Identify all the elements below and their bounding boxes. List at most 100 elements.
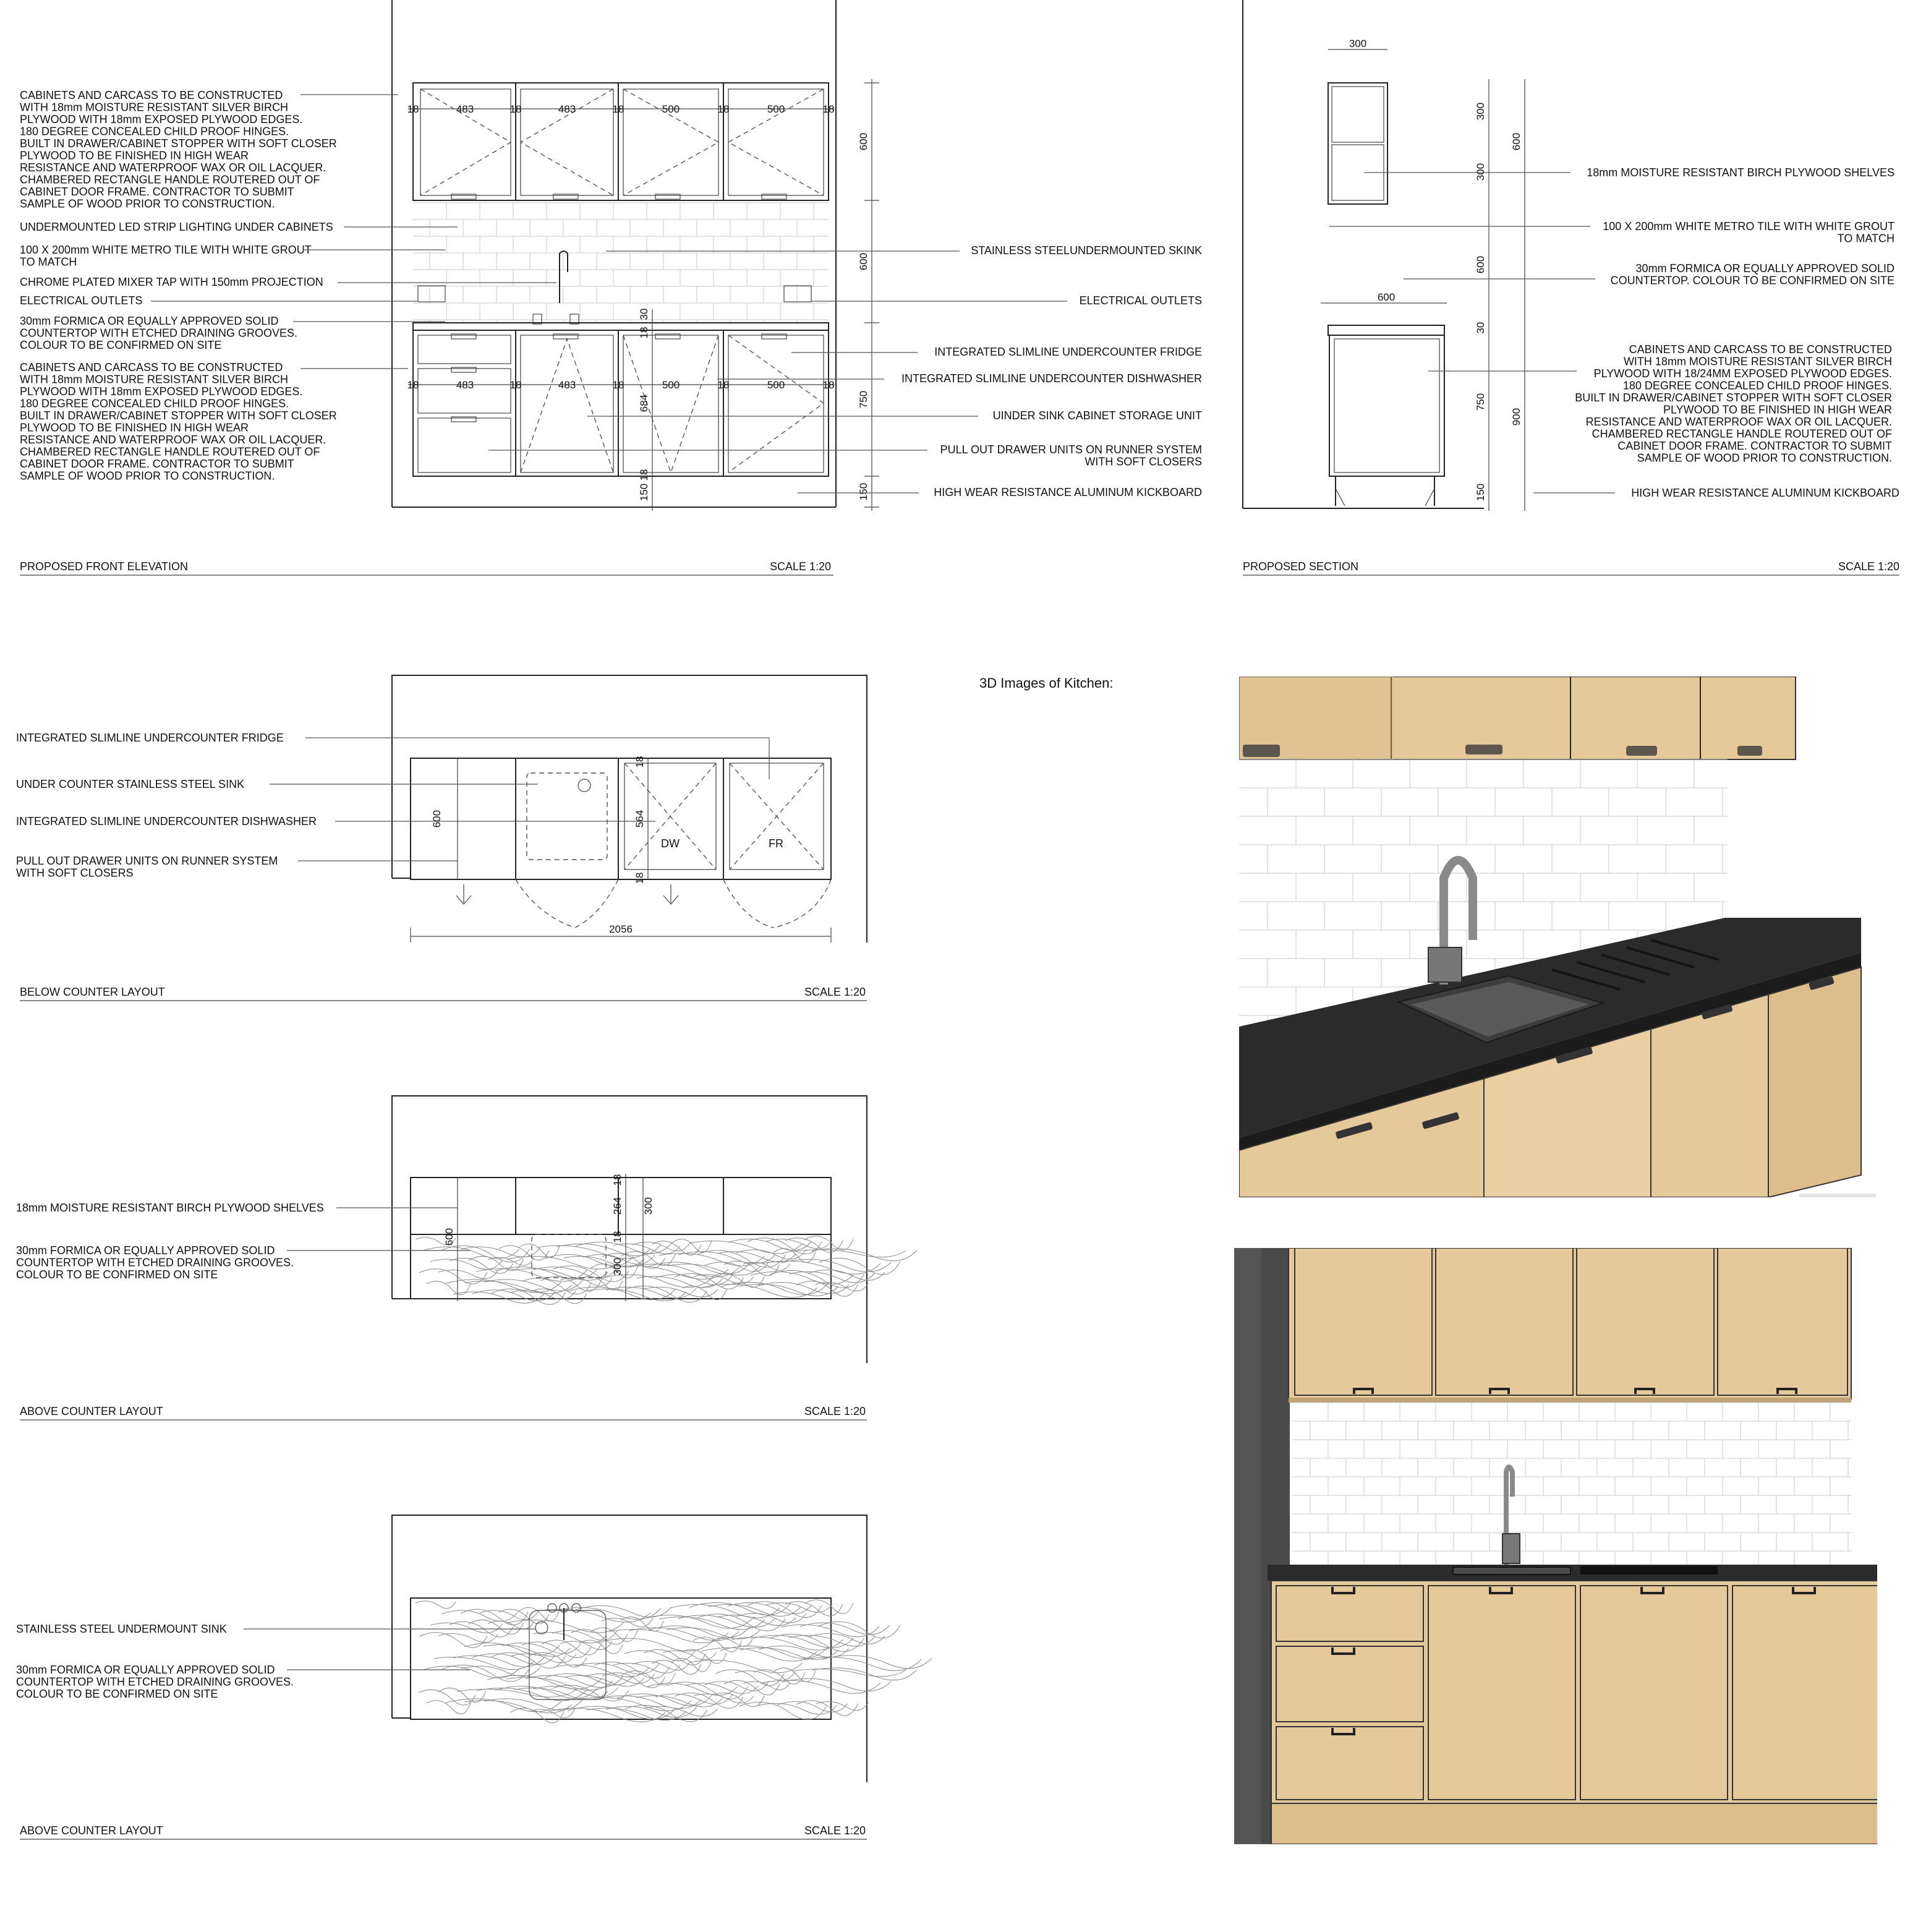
fe-left-note-line: CHAMBERED RECTANGLE HANDLE ROUTERED OUT … <box>20 174 320 186</box>
sec-note-line: CABINET DOOR FRAME. CONTRACTOR TO SUBMIT <box>1617 440 1892 452</box>
fe-lower-dim: 483 <box>558 379 576 391</box>
sec-scale: SCALE 1:20 <box>1838 560 1899 573</box>
sec-note-line: 180 DEGREE CONCEALED CHILD PROOF HINGES. <box>1623 380 1892 392</box>
above-counter-layout-2-drawing: STAINLESS STEEL UNDERMOUNT SINK 30mm FORM… <box>16 1515 932 1840</box>
fe-left-note-line: 180 DEGREE CONCEALED CHILD PROOF HINGES. <box>20 398 289 410</box>
fe-left-note-line: 30mm FORMICA OR EQUALLY APPROVED SOLID <box>20 315 278 327</box>
front-elevation-drawing: 18 483 18 483 18 500 18 500 18 18 483 18… <box>20 0 1202 576</box>
sec-note-line: RESISTANCE AND WATERPROOF WAX OR OIL LAC… <box>1586 416 1892 428</box>
sec-note-line: HIGH WEAR RESISTANCE ALUMINUM KICKBOARD <box>1631 487 1899 499</box>
ac1-scale: SCALE 1:20 <box>804 1405 866 1417</box>
fe-inner-dim: 150 <box>638 484 650 501</box>
ac2-note-line: COLOUR TO BE CONFIRMED ON SITE <box>16 1688 218 1700</box>
bc-dim: 18 <box>634 756 646 768</box>
sec-dim: 300 <box>1475 103 1486 120</box>
fe-left-note-line: 180 DEGREE CONCEALED CHILD PROOF HINGES. <box>20 126 289 138</box>
sec-dim: 150 <box>1475 484 1486 501</box>
bc-dim: 564 <box>634 810 646 827</box>
fe-lower-dim: 500 <box>662 379 680 391</box>
fe-upper-dim: 483 <box>558 103 576 115</box>
fe-inner-dim: 684 <box>638 395 650 412</box>
sec-note-line: 18mm MOISTURE RESISTANT BIRCH PLYWOOD SH… <box>1587 166 1894 179</box>
bc-title: BELOW COUNTER LAYOUT <box>20 986 165 998</box>
ac1-dim: 300 <box>642 1197 654 1215</box>
sec-note-line: WITH 18mm MOISTURE RESISTANT SILVER BIRC… <box>1624 356 1892 368</box>
fe-upper-dim: 483 <box>456 103 474 115</box>
fe-upper-dim: 500 <box>767 103 785 115</box>
fe-left-note-line: ELECTRICAL OUTLETS <box>20 294 142 307</box>
sec-note-line: 100 X 200mm WHITE METRO TILE WITH WHITE … <box>1603 220 1894 233</box>
fe-lower-dim: 483 <box>456 379 474 391</box>
fe-lower-dim: 18 <box>718 379 730 391</box>
kitchen-3d-view-front <box>1234 1248 1877 1844</box>
fe-title: PROPOSED FRONT ELEVATION <box>20 560 188 573</box>
sec-dim: 750 <box>1475 393 1486 411</box>
fe-right-notes: STAINLESS STEELUNDERMOUNTED SKINKELECTRI… <box>901 244 1202 498</box>
fe-left-note-line: CABINETS AND CARCASS TO BE CONSTRUCTED <box>20 361 283 374</box>
ac1-dim: 300 <box>612 1258 623 1275</box>
ac1-note-line: 18mm MOISTURE RESISTANT BIRCH PLYWOOD SH… <box>16 1202 324 1214</box>
fe-vertical-dim: 750 <box>858 391 869 408</box>
fe-left-note-line: PLYWOOD WITH 18mm EXPOSED PLYWOOD EDGES. <box>20 385 302 398</box>
bc-label-fr: FR <box>769 837 783 850</box>
fe-lower-dim: 18 <box>510 379 522 391</box>
bc-note-line: INTEGRATED SLIMLINE UNDERCOUNTER DISHWAS… <box>16 815 317 827</box>
bc-dim: 2056 <box>609 923 633 935</box>
fe-lower-dim: 18 <box>613 379 624 391</box>
fe-left-note-line: CABINET DOOR FRAME. CONTRACTOR TO SUBMIT <box>20 186 294 198</box>
fe-right-note-line: HIGH WEAR RESISTANCE ALUMINUM KICKBOARD <box>934 486 1202 498</box>
bc-notes: INTEGRATED SLIMLINE UNDERCOUNTER FRIDGEU… <box>16 732 317 879</box>
fe-left-note-line: UNDERMOUNTED LED STRIP LIGHTING UNDER CA… <box>20 221 333 233</box>
fe-upper-dim: 18 <box>510 103 522 115</box>
ac2-scale: SCALE 1:20 <box>804 1824 866 1837</box>
sec-title: PROPOSED SECTION <box>1243 560 1358 573</box>
fe-left-note-line: SAMPLE OF WOOD PRIOR TO CONSTRUCTION. <box>20 470 275 482</box>
sec-note-line: PLYWOOD WITH 18/24MM EXPOSED PLYWOOD EDG… <box>1594 367 1892 380</box>
ac1-notes: 18mm MOISTURE RESISTANT BIRCH PLYWOOD SH… <box>16 1202 324 1281</box>
fe-left-note-line: COUNTERTOP WITH ETCHED DRAINING GROOVES. <box>20 327 297 340</box>
sec-note-line: TO MATCH <box>1838 233 1894 245</box>
bc-note-line: PULL OUT DRAWER UNITS ON RUNNER SYSTEM <box>16 855 278 867</box>
fe-left-note-line: SAMPLE OF WOOD PRIOR TO CONSTRUCTION. <box>20 198 275 210</box>
fe-lower-dim: 18 <box>407 379 419 391</box>
ac1-note-line: COUNTERTOP WITH ETCHED DRAINING GROOVES. <box>16 1257 294 1269</box>
ac1-dim: 18 <box>612 1174 623 1186</box>
sec-note-line: 30mm FORMICA OR EQUALLY APPROVED SOLID <box>1636 262 1894 275</box>
sec-dim: 600 <box>1378 291 1395 303</box>
ac2-notes: STAINLESS STEEL UNDERMOUNT SINK 30mm FORM… <box>16 1623 294 1700</box>
ac2-note-line: STAINLESS STEEL UNDERMOUNT SINK <box>16 1623 227 1635</box>
fe-left-note-line: COLOUR TO BE CONFIRMED ON SITE <box>20 339 221 351</box>
sec-notes: 18mm MOISTURE RESISTANT BIRCH PLYWOOD SH… <box>1575 166 1899 499</box>
fe-scale: SCALE 1:20 <box>770 560 831 573</box>
ac2-note-line: 30mm FORMICA OR EQUALLY APPROVED SOLID <box>16 1664 275 1676</box>
ac2-note-line: COUNTERTOP WITH ETCHED DRAINING GROOVES. <box>16 1676 294 1688</box>
sec-note-line: PLYWOOD TO BE FINISHED IN HIGH WEAR <box>1663 404 1892 416</box>
ac1-dim: 18 <box>612 1231 623 1243</box>
sec-dim: 30 <box>1475 322 1486 334</box>
fe-left-note-line: WITH 18mm MOISTURE RESISTANT SILVER BIRC… <box>20 101 288 114</box>
fe-left-notes: CABINETS AND CARCASS TO BE CONSTRUCTED WI… <box>20 89 337 482</box>
sec-note-line: SAMPLE OF WOOD PRIOR TO CONSTRUCTION. <box>1637 452 1892 464</box>
sec-note-line: CHAMBERED RECTANGLE HANDLE ROUTERED OUT … <box>1592 428 1892 440</box>
fe-vertical-dim: 600 <box>858 133 869 150</box>
fe-right-note-line: INTEGRATED SLIMLINE UNDERCOUNTER DISHWAS… <box>901 372 1202 385</box>
sec-note-line: CABINETS AND CARCASS TO BE CONSTRUCTED <box>1629 343 1892 356</box>
fe-upper-dim: 18 <box>407 103 419 115</box>
ac1-note-line: 30mm FORMICA OR EQUALLY APPROVED SOLID <box>16 1244 275 1257</box>
fe-upper-dim: 500 <box>662 103 680 115</box>
fe-inner-dim: 30 <box>638 309 650 320</box>
fe-right-note-line: WITH SOFT CLOSERS <box>1085 456 1202 468</box>
sec-dim: 300 <box>1349 38 1366 49</box>
fe-vertical-dim: 150 <box>858 483 869 500</box>
bc-dim: 18 <box>634 873 646 884</box>
fe-upper-dim: 18 <box>718 103 730 115</box>
fe-left-note-line: BUILT IN DRAWER/CABINET STOPPER WITH SOF… <box>20 409 337 422</box>
fe-left-note-line: 100 X 200mm WHITE METRO TILE WITH WHITE … <box>20 244 312 256</box>
fe-right-note-line: STAINLESS STEELUNDERMOUNTED SKINK <box>971 244 1202 257</box>
fe-right-note-line: PULL OUT DRAWER UNITS ON RUNNER SYSTEM <box>940 443 1202 456</box>
fe-lower-dim: 500 <box>767 379 785 391</box>
sec-note-line: BUILT IN DRAWER/CABINET STOPPER WITH SOF… <box>1575 391 1892 404</box>
fe-right-note-line: INTEGRATED SLIMLINE UNDERCOUNTER FRIDGE <box>934 346 1202 358</box>
ac2-title: ABOVE COUNTER LAYOUT <box>20 1824 163 1837</box>
